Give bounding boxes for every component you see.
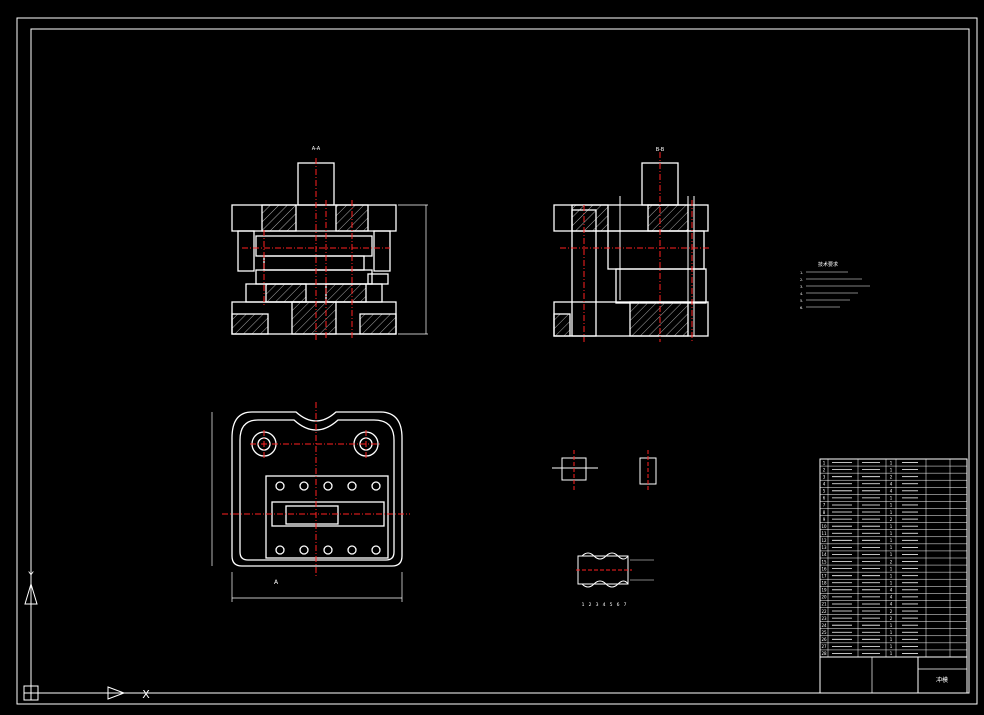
notes-line-2: 2. [800, 278, 803, 282]
bom-row-number: 2 [823, 467, 826, 472]
bom-row-number: 25 [821, 630, 827, 635]
notes-title: 技术要求 [818, 261, 838, 268]
bom-row-quantity: 1 [890, 630, 893, 635]
bom-row-quantity: 1 [890, 510, 893, 515]
bom-row-number: 17 [821, 573, 827, 578]
bom-row-number: 3 [823, 474, 826, 479]
bom-row-number: 10 [821, 524, 827, 529]
bom-row-quantity: 1 [890, 566, 893, 571]
notes-line-5: 5. [800, 299, 803, 303]
bom-row-number: 6 [823, 496, 826, 501]
section-view-a-centerlines [242, 158, 390, 340]
ucs-x-label: X [142, 688, 150, 701]
bom-row-quantity: 1 [890, 524, 893, 529]
section-view-a [231, 162, 428, 335]
bom-row-quantity: 1 [890, 573, 893, 578]
bom-row-quantity: 1 [890, 651, 893, 656]
notes-line-3: 3. [800, 285, 803, 289]
drawing-name: 冲模 [936, 676, 948, 684]
bom-row-quantity: 4 [890, 588, 893, 593]
bom-row-quantity: 2 [890, 474, 893, 479]
detail-view-1 [552, 450, 657, 492]
bom-row-quantity: 1 [890, 538, 893, 543]
plan-view-centerlines [222, 402, 410, 576]
bom-row-quantity: 2 [890, 609, 893, 614]
notes-line-1: 1. [800, 271, 803, 275]
bom-row-quantity: 4 [890, 595, 893, 600]
bom-row-quantity: 4 [890, 602, 893, 607]
bom-row-quantity: 1 [890, 623, 893, 628]
technical-notes: 技术要求 1. 2. 3. 4. 5. 6. [800, 261, 870, 310]
bom-row-quantity: 2 [890, 616, 893, 621]
bom-row-quantity: 1 [890, 580, 893, 585]
bom-row-quantity: 1 [890, 467, 893, 472]
bom-row-quantity: 2 [890, 559, 893, 564]
bom-row-quantity: 1 [890, 637, 893, 642]
bom-row-number: 13 [821, 545, 827, 550]
bom-row-number: 27 [821, 644, 827, 649]
bom-row-number: 28 [821, 651, 827, 656]
bom-row-quantity: 1 [890, 503, 893, 508]
section-view-b-centerlines [560, 152, 710, 342]
bom-row-number: 18 [821, 580, 827, 585]
bom-row-quantity: 1 [890, 644, 893, 649]
detail-view-2 [576, 552, 654, 588]
callout-2: 2 [589, 602, 592, 608]
bom-row-number: 23 [821, 616, 827, 621]
bom-row-number: 9 [823, 517, 826, 522]
callout-4: 4 [603, 602, 606, 608]
bom-row-number: 24 [821, 623, 827, 628]
bom-row-number: 12 [821, 538, 827, 543]
bom-row-number: 16 [821, 566, 827, 571]
callout-3: 3 [596, 602, 599, 608]
notes-line-6: 6. [800, 306, 803, 310]
bom-row-quantity: 2 [890, 517, 893, 522]
bom-row-quantity: 1 [890, 552, 893, 557]
bom-row-number: 21 [821, 602, 827, 607]
part-number-callouts: 1 2 3 4 5 6 7 [582, 602, 627, 608]
bom-row-number: 26 [821, 637, 827, 642]
bom-row-number: 19 [821, 588, 827, 593]
bom-row-quantity: 1 [890, 545, 893, 550]
callout-5: 5 [610, 602, 613, 608]
callout-7: 7 [624, 602, 627, 608]
callout-1: 1 [582, 602, 585, 608]
bom-row-quantity: 1 [890, 460, 893, 465]
bom-row-number: 22 [821, 609, 827, 614]
bom-row-number: 5 [823, 489, 826, 494]
callout-6: 6 [617, 602, 620, 608]
bom-row-number: 7 [823, 503, 826, 508]
bom-row-number: 15 [821, 559, 827, 564]
bom-row-quantity: 1 [890, 531, 893, 536]
bom-row-quantity: 4 [890, 489, 893, 494]
notes-line-4: 4. [800, 292, 803, 296]
bom-row-number: 11 [821, 531, 827, 536]
section-a-label: A-A [312, 146, 321, 152]
section-view-b [553, 162, 709, 337]
drawing-border [16, 17, 978, 705]
section-b-label: B-B [656, 147, 665, 153]
bom-row-quantity: 1 [890, 496, 893, 501]
ucs-y-label: Y [27, 571, 34, 581]
bom-row-number: 1 [823, 460, 826, 465]
bom-row-number: 8 [823, 510, 826, 515]
bom-row-number: 20 [821, 595, 827, 600]
plan-view-label: A [274, 579, 279, 586]
bom-row-number: 4 [823, 481, 826, 486]
bom-row-quantity: 4 [890, 481, 893, 486]
bom-row-number: 14 [821, 552, 827, 557]
ucs-icon[interactable] [23, 580, 126, 701]
